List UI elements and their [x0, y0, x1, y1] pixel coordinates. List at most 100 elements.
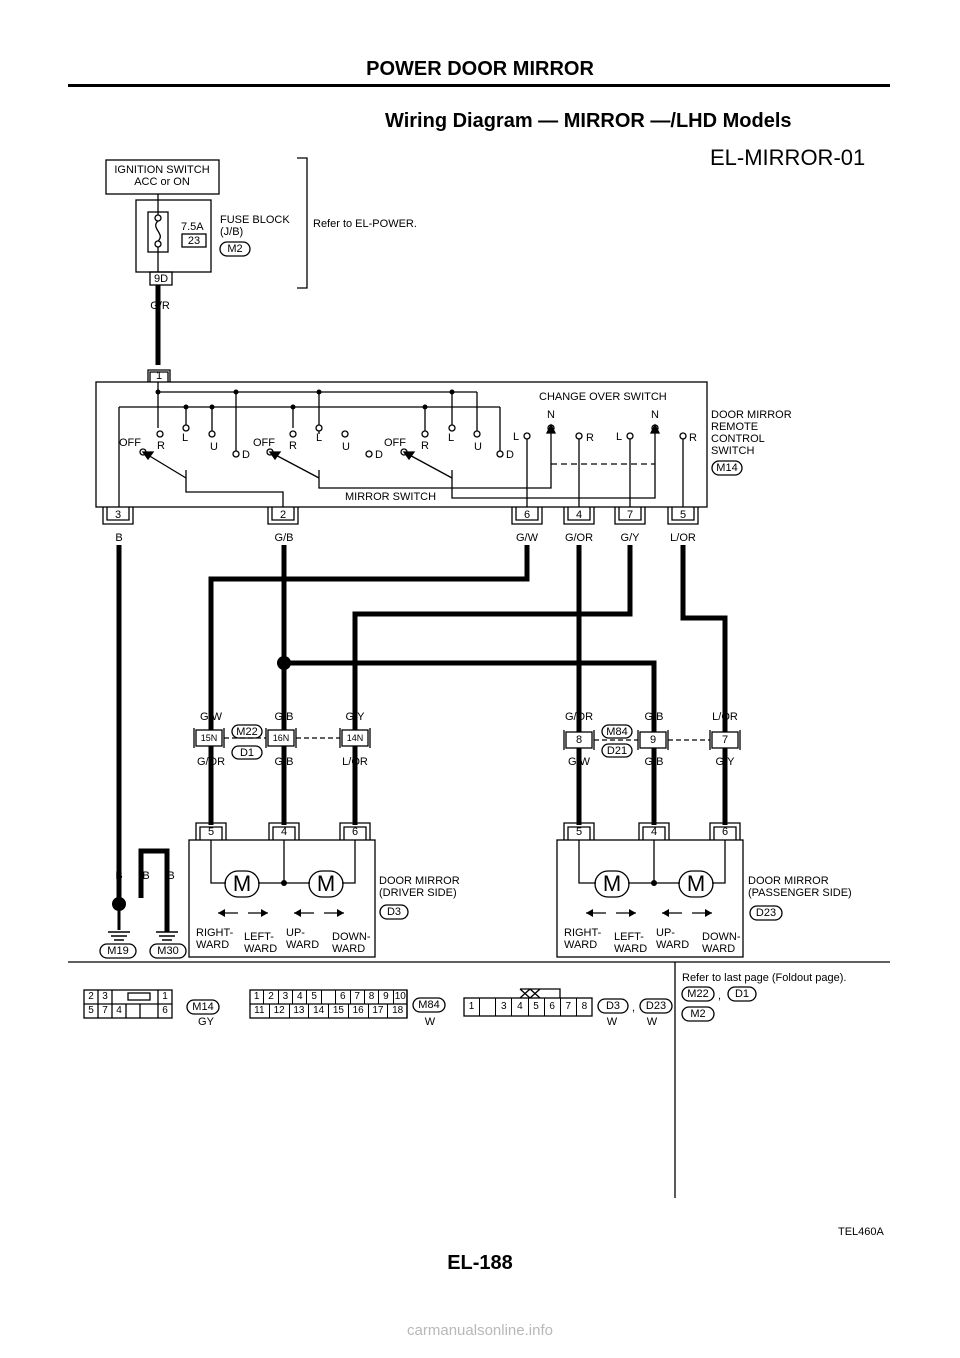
connector-pin-cell: 8 [365, 990, 380, 1004]
connector-d23-label: D23 [755, 907, 777, 919]
m14-cell: 6 [162, 1005, 168, 1016]
contact-d-1: D [242, 449, 250, 461]
change-r-2: R [689, 432, 697, 444]
remote-switch-label-2: REMOTE [711, 421, 759, 433]
connector-pin-cell: 7 [561, 998, 577, 1016]
wire-label-gb: G/B [274, 532, 294, 544]
connector-d3-oval [379, 904, 409, 920]
change-n-2: N [651, 409, 659, 421]
connector-pin-cell: 3 [496, 998, 513, 1016]
diagram-title: Wiring Diagram — MIRROR —/LHD Models [385, 110, 792, 132]
passenger-motor-1-label: M [602, 871, 622, 896]
contact-r-2: R [289, 440, 297, 452]
switch-terminal-3: 3 [114, 509, 122, 521]
ground-wire-b-2: B [142, 870, 150, 882]
rj-top-wire-2: G/B [644, 711, 664, 723]
remote-control-switch-box [95, 381, 708, 508]
m84-color: W [424, 1016, 436, 1028]
pass-dir-up-1: UP- [656, 927, 675, 939]
switch-terminal-6: 6 [523, 509, 531, 521]
refer-bracket [297, 157, 308, 289]
change-l-1: L [513, 431, 520, 443]
driver-dir-up-2: WARD [286, 939, 320, 951]
connector-m14-oval [711, 460, 743, 476]
fuse-icon [155, 220, 161, 242]
connector-pin-cell: 4 [293, 990, 308, 1004]
driver-motor-2-label: M [316, 871, 336, 896]
wire-label-b: B [115, 532, 123, 544]
passenger-terminal-6: 6 [721, 826, 729, 838]
passenger-mirror-label-2: (PASSENGER SIDE) [748, 887, 852, 899]
ignition-switch-box [105, 159, 220, 195]
driver-mirror-label-2: (DRIVER SIDE) [379, 887, 457, 899]
mirror-switch-label: MIRROR SWITCH [345, 491, 437, 503]
lj-pin-1: 15N [200, 733, 218, 743]
pass-dir-up-2: WARD [656, 939, 690, 951]
remote-switch-label-1: DOOR MIRROR [711, 409, 792, 421]
wire-gr-label: G/R [150, 300, 170, 312]
change-n-1: N [547, 409, 555, 421]
m14-cell: 4 [116, 1005, 122, 1016]
ignition-label-2: ACC or ON [134, 176, 190, 188]
d3-name: D3 [605, 1000, 621, 1012]
wire-label-lor: L/OR [670, 532, 696, 544]
pass-dir-right-1: RIGHT- [564, 927, 602, 939]
passenger-terminal-5: 5 [575, 826, 583, 838]
rj-top-wire-3: L/OR [712, 711, 738, 723]
connector-d3-label: D3 [386, 906, 402, 918]
wire-label-gor: G/OR [564, 532, 594, 544]
remote-switch-label-3: CONTROL [711, 433, 765, 445]
connector-pin-cell [480, 998, 497, 1016]
connector-pin-cell: 11 [250, 1004, 270, 1018]
switch-terminal-1-label: 1 [155, 370, 163, 382]
switch-terminal-7: 7 [626, 509, 634, 521]
passenger-mirror-box [556, 839, 744, 958]
pass-dir-left-2: WARD [614, 943, 648, 955]
d23-color: W [646, 1016, 658, 1028]
passenger-mirror-label-1: DOOR MIRROR [748, 875, 829, 887]
refer-m22: M22 [687, 988, 709, 1000]
switch-terminal-2: 2 [279, 509, 287, 521]
contact-l-2: L [316, 432, 323, 444]
passenger-motor-2 [678, 870, 714, 898]
connector-pin-cell: 12 [270, 1004, 290, 1018]
driver-motor-1-label: M [232, 871, 252, 896]
fuse-block-label-1: FUSE BLOCK [220, 214, 290, 226]
lj-top-wire-3: G/Y [345, 711, 365, 723]
driver-mirror-label-1: DOOR MIRROR [379, 875, 460, 887]
driver-dir-right-2: WARD [196, 939, 230, 951]
connector-pin-cell: 9 [379, 990, 394, 1004]
driver-dir-up-1: UP- [286, 927, 305, 939]
m14-cell: 5 [88, 1005, 94, 1016]
refer-foldout-note: Refer to last page (Foldout page). [682, 972, 847, 984]
ground-symbols [108, 931, 178, 941]
refer-power-note: Refer to EL-POWER. [313, 218, 417, 230]
contact-off-2: OFF [253, 437, 275, 449]
driver-terminal-6: 6 [351, 826, 359, 838]
diagram-code: EL-MIRROR-01 [710, 145, 866, 170]
rj-bot-wire-3: G/Y [715, 756, 735, 768]
driver-dir-down-2: WARD [332, 943, 366, 955]
fuse-amp: 7.5A [181, 221, 204, 233]
rj-bot-wire-1: G/W [568, 756, 590, 768]
remote-switch-label-4: SWITCH [711, 445, 755, 457]
mirror-switch-arm-3 [403, 451, 453, 479]
fuse-number-box [181, 233, 207, 248]
contact-off-1: OFF [119, 437, 141, 449]
m14-name: M14 [192, 1001, 214, 1013]
pass-dir-right-2: WARD [564, 939, 598, 951]
connector-m19-label: M19 [107, 945, 129, 957]
connector-m2-label: M2 [227, 243, 243, 255]
wire-b-ground-2 [138, 848, 170, 932]
connector-pin-cell: 15 [329, 1004, 349, 1018]
refer-d1: D1 [734, 988, 750, 1000]
splice-dot [277, 656, 291, 670]
contact-u-3: U [474, 441, 482, 453]
connector-pin-cell [322, 990, 337, 1004]
change-r-1: R [586, 432, 594, 444]
connector-pin-cell: 13 [290, 1004, 310, 1018]
contact-u-1: U [210, 441, 218, 453]
